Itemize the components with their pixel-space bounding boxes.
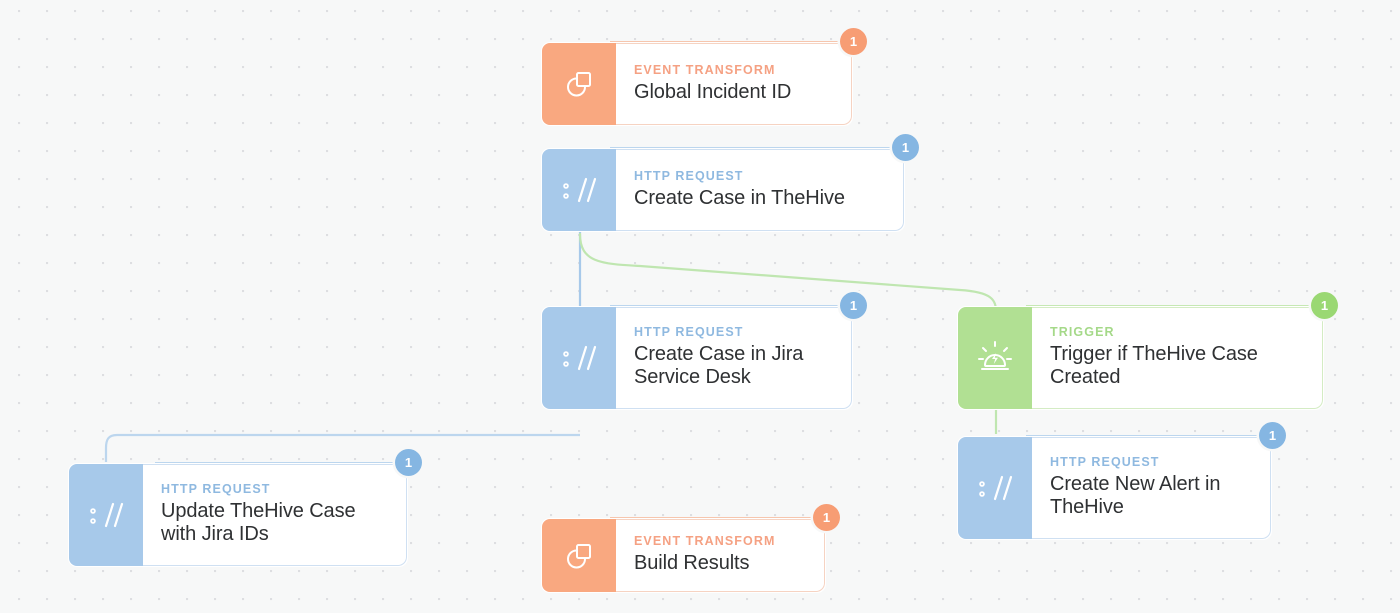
node-title: Create Case in TheHive [634, 186, 845, 209]
node-title: Build Results [634, 552, 750, 575]
node-global-incident-id[interactable]: EVENT TRANSFORM Global Incident ID 1 [541, 28, 867, 126]
http-request-icon [69, 464, 143, 566]
http-request-icon [542, 307, 616, 409]
http-request-icon [542, 149, 616, 231]
status-badge[interactable]: 1 [840, 28, 867, 55]
node-create-case-thehive[interactable]: HTTP REQUEST Create Case in TheHive 1 [541, 134, 919, 232]
node-kind-label: EVENT TRANSFORM [634, 62, 776, 77]
node-title: Trigger if TheHive Case Created [1050, 342, 1258, 389]
event-transform-icon [542, 519, 616, 592]
node-kind-label: HTTP REQUEST [634, 325, 744, 340]
node-kind-label: TRIGGER [1050, 325, 1115, 340]
node-title: Update TheHive Case with Jira IDs [161, 499, 356, 546]
node-update-thehive-case[interactable]: HTTP REQUEST Update TheHive Case with Ji… [68, 449, 422, 567]
status-badge[interactable]: 1 [395, 449, 422, 476]
node-title: Create Case in Jira Service Desk [634, 342, 804, 389]
node-build-results[interactable]: EVENT TRANSFORM Build Results 1 [541, 504, 840, 593]
node-kind-label: HTTP REQUEST [161, 482, 271, 497]
status-badge[interactable]: 1 [892, 134, 919, 161]
trigger-siren-icon [958, 307, 1032, 409]
node-trigger-thehive-case-created[interactable]: TRIGGER Trigger if TheHive Case Created … [957, 292, 1338, 410]
status-badge[interactable]: 1 [813, 504, 840, 531]
http-request-icon [958, 437, 1032, 539]
node-title: Create New Alert in TheHive [1050, 472, 1221, 519]
node-create-new-alert-thehive[interactable]: HTTP REQUEST Create New Alert in TheHive… [957, 422, 1286, 540]
node-create-case-jira[interactable]: HTTP REQUEST Create Case in Jira Service… [541, 292, 867, 410]
node-kind-label: HTTP REQUEST [1050, 455, 1160, 470]
status-badge[interactable]: 1 [1259, 422, 1286, 449]
node-kind-label: HTTP REQUEST [634, 168, 744, 183]
node-kind-label: EVENT TRANSFORM [634, 534, 776, 549]
status-badge[interactable]: 1 [1311, 292, 1338, 319]
status-badge[interactable]: 1 [840, 292, 867, 319]
event-transform-icon [542, 43, 616, 125]
node-title: Global Incident ID [634, 80, 792, 103]
